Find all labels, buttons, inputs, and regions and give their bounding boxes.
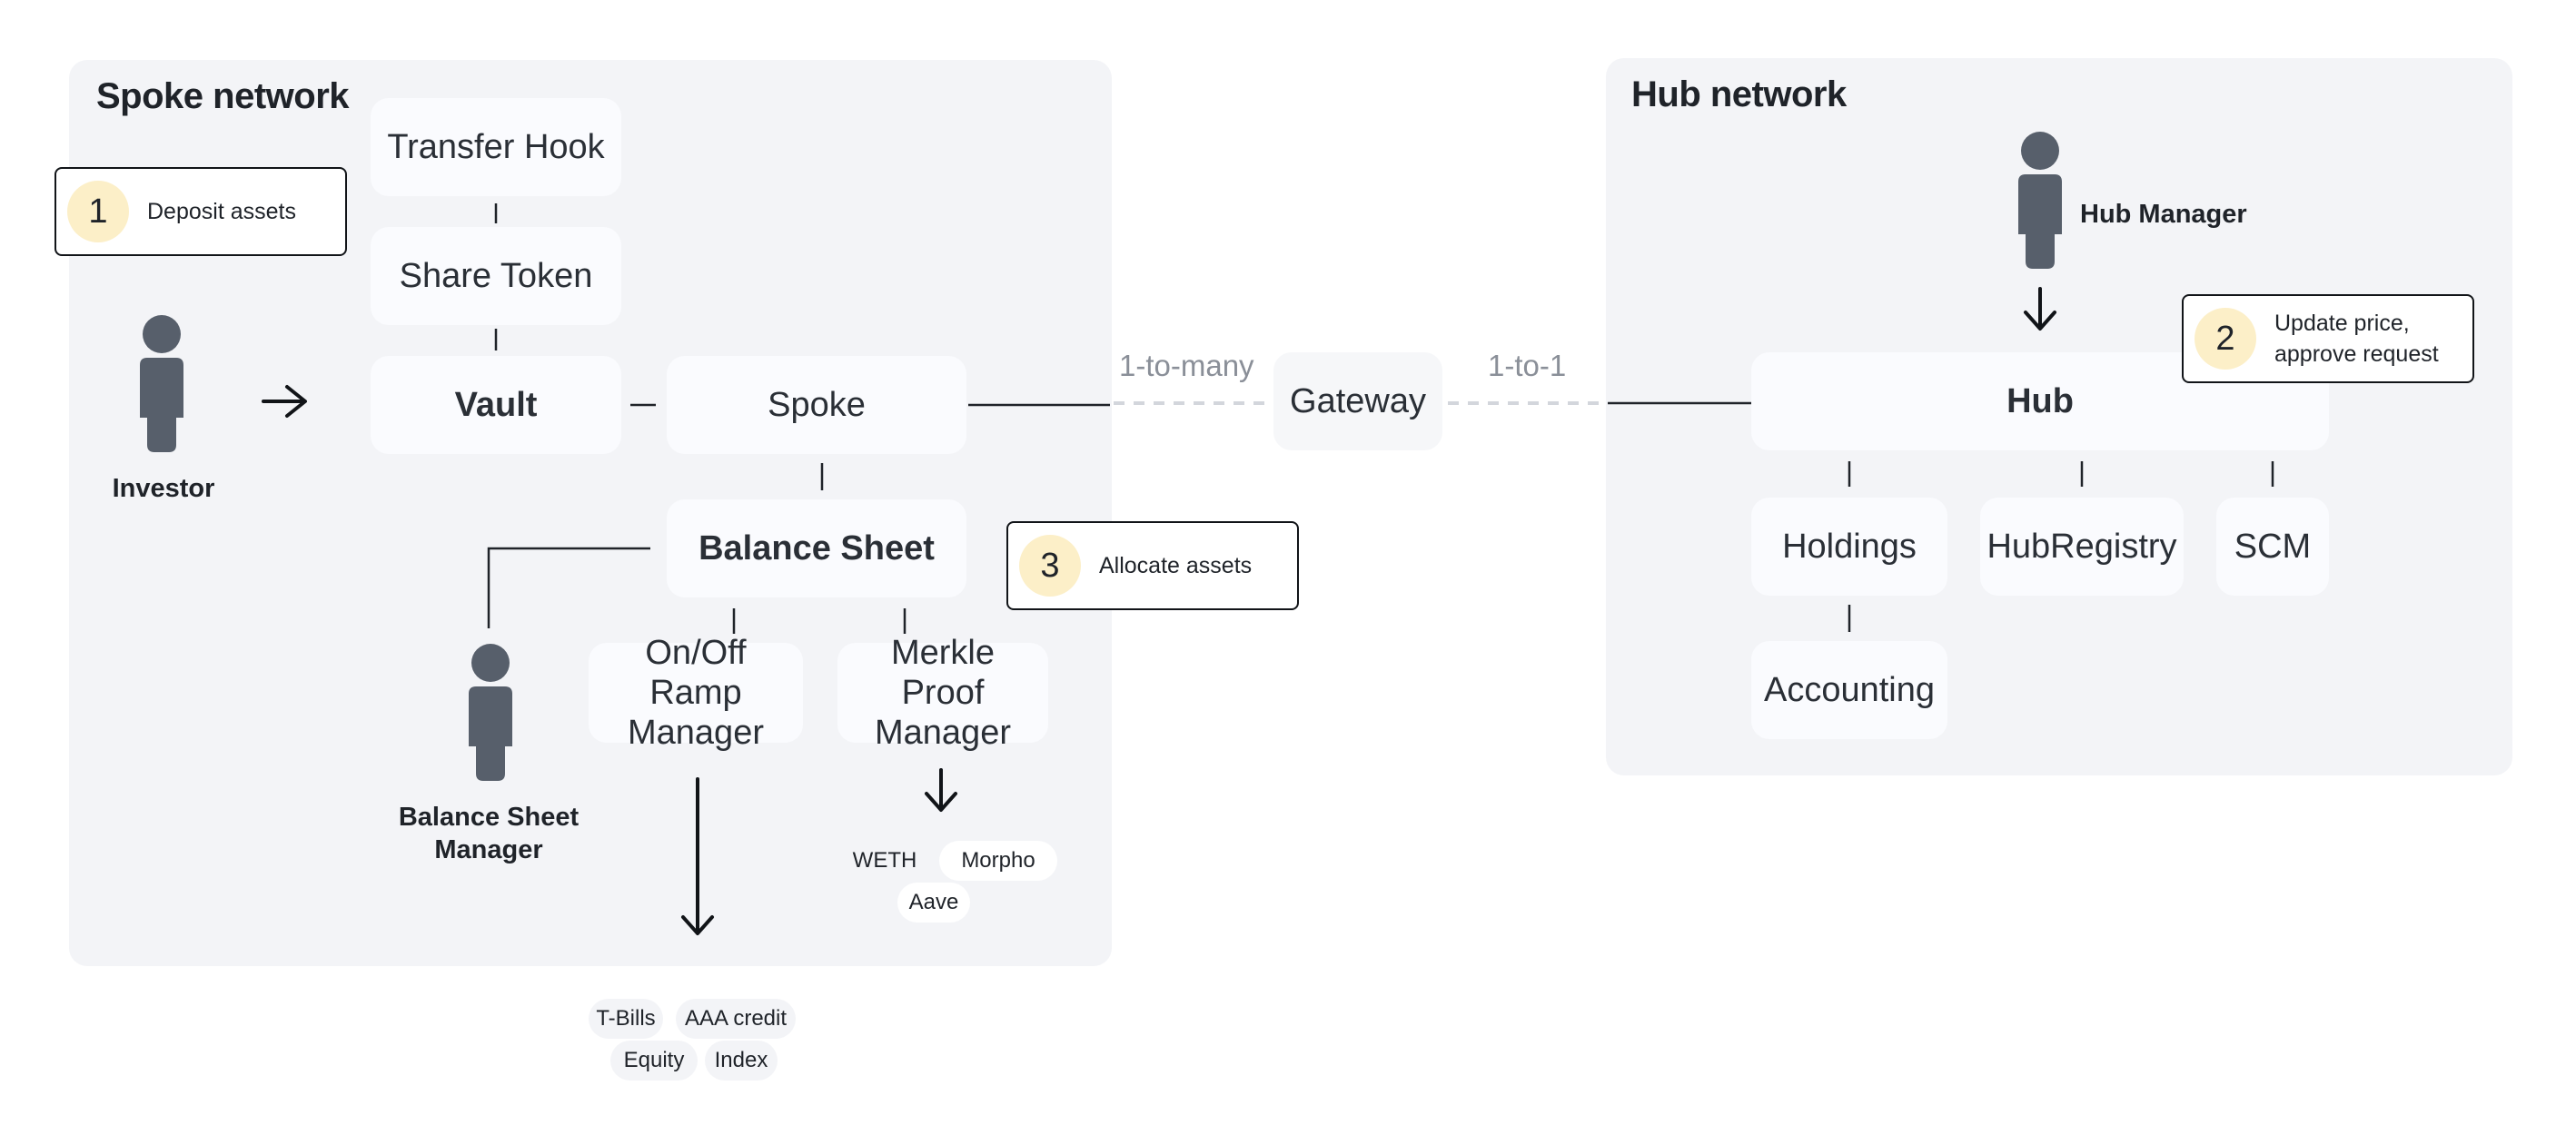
investor-person-icon xyxy=(140,315,183,452)
investor-label: Investor xyxy=(112,474,215,503)
step-3-callout: 3 Allocate assets xyxy=(1006,521,1299,610)
step-3-number: 3 xyxy=(1019,535,1081,597)
merkle-target-morpho: Morpho xyxy=(939,841,1057,881)
hub-registry-box: HubRegistry xyxy=(1980,498,2184,596)
balance-sheet-manager-label: Balance Sheet Manager xyxy=(398,803,580,864)
step-1-text: Deposit assets xyxy=(147,199,296,224)
merkle-target-aave: Aave xyxy=(897,883,970,923)
on-off-ramp-manager-box: On/Off Ramp Manager xyxy=(589,634,803,752)
vault-box: Vault xyxy=(371,356,621,454)
ramp-target-equity: Equity xyxy=(610,1041,698,1081)
gateway-box: Gateway xyxy=(1273,352,1442,450)
step-2-callout: 2 Update price, approve request xyxy=(2182,294,2474,383)
merkle-proof-manager-box: Merkle Proof Manager xyxy=(837,634,1048,752)
merkle-target-weth: WETH xyxy=(852,848,917,873)
spoke-box: Spoke xyxy=(667,356,966,454)
step-3-text: Allocate assets xyxy=(1099,553,1253,578)
transfer-hook-box: Transfer Hook xyxy=(371,98,621,196)
one-to-one-label: 1-to-1 xyxy=(1488,349,1567,382)
ramp-target-t-bills: T-Bills xyxy=(589,999,663,1039)
step-1-callout: 1 Deposit assets xyxy=(54,167,347,256)
balance-sheet-box: Balance Sheet xyxy=(667,499,966,597)
accounting-box: Accounting xyxy=(1751,641,1947,739)
hub-manager-label: Hub Manager xyxy=(2080,200,2247,229)
hub-manager-person-icon xyxy=(2018,132,2062,269)
step-1-number: 1 xyxy=(67,181,129,242)
scm-box: SCM xyxy=(2216,498,2329,596)
ramp-target-aaa-credit: AAA credit xyxy=(676,999,796,1039)
balance-sheet-manager-person-icon xyxy=(469,644,512,781)
holdings-box: Holdings xyxy=(1751,498,1947,596)
step-2-number: 2 xyxy=(2195,308,2256,370)
spoke-network-title: Spoke network xyxy=(96,76,350,116)
share-token-box: Share Token xyxy=(371,227,621,325)
ramp-target-index: Index xyxy=(705,1041,778,1081)
step-2-text: Update price, approve request xyxy=(2274,311,2439,367)
hub-network-title: Hub network xyxy=(1631,74,1847,114)
one-to-many-label: 1-to-many xyxy=(1119,349,1254,382)
